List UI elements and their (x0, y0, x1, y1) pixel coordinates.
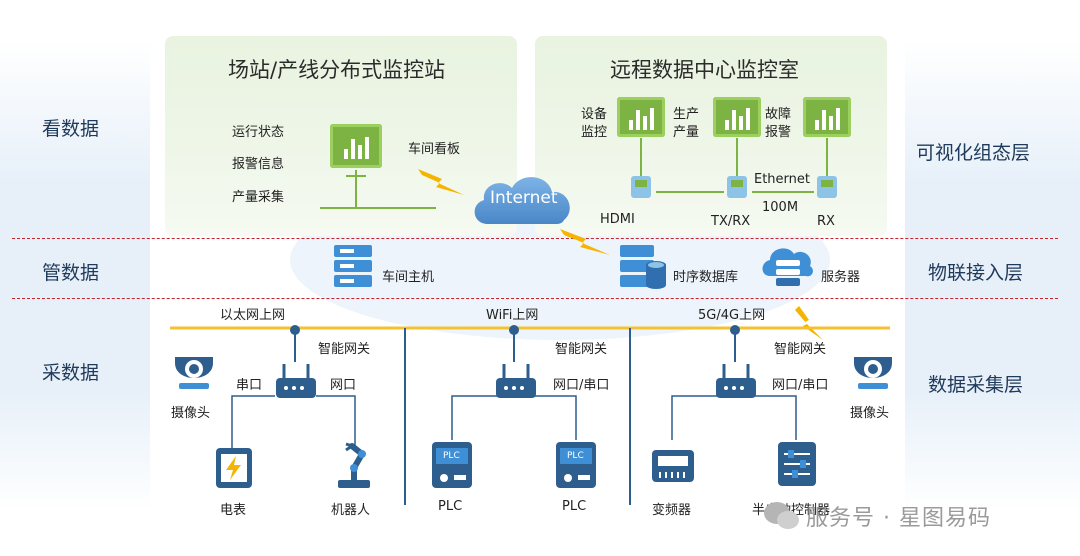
left-layer-band (0, 40, 150, 510)
lightning-icon (560, 229, 610, 255)
netserial-label-2: 网口/串口 (772, 378, 829, 393)
monitor-icon (617, 97, 665, 137)
station-item-alarm: 报警信息 (232, 157, 285, 172)
netserial-label-1: 网口/串口 (553, 378, 610, 393)
station-item-status: 运行状态 (232, 125, 285, 140)
layer-separator-top (12, 238, 1058, 239)
station-item-output: 产量采集 (232, 190, 285, 205)
plc-badge-2: PLC (567, 451, 584, 461)
database-icon (620, 245, 666, 289)
device-label-meter: 电表 (220, 503, 247, 518)
station-title: 场站/产线分布式监控站 (228, 58, 446, 82)
internet-cloud-icon (474, 177, 570, 224)
screen3-label-top: 故障 (765, 107, 792, 122)
plc-badge-1: PLC (443, 451, 460, 461)
gateway-router-icon (496, 364, 536, 398)
monitor-icon (803, 97, 851, 137)
gateway-label-1: 智能网关 (318, 342, 371, 357)
rx-label: RX (817, 214, 835, 229)
netport-label: 网口 (330, 378, 357, 393)
wechat-logo-icon (764, 502, 799, 529)
device-label-robot: 机器人 (331, 503, 371, 518)
remote-cables (631, 138, 837, 198)
right-layer-band (905, 40, 1080, 510)
camera-icon (854, 357, 892, 389)
layer-label-view: 看数据 (42, 118, 100, 140)
ethernet-label: Ethernet (754, 172, 810, 187)
device-label-plc-2: PLC (562, 499, 587, 514)
camera-icon (175, 357, 213, 389)
board-monitor-icon (330, 124, 382, 168)
lightning-icon (418, 169, 464, 195)
net-ethernet-label: 以太网上网 (220, 308, 286, 323)
gateway-router-icon (716, 364, 756, 398)
screen2-label-bottom: 产量 (673, 125, 700, 140)
robot-arm-icon (338, 442, 370, 488)
layer-separator-bottom (12, 298, 1058, 299)
screen3-label-bottom: 报警 (765, 125, 792, 140)
txrx-label: TX/RX (711, 214, 751, 229)
camera-label-right: 摄像头 (850, 406, 890, 421)
server-cloud-icon (762, 248, 813, 286)
layer-label-iot-access: 物联接入层 (928, 262, 1024, 284)
collection-network-lines (170, 325, 890, 505)
device-label-inverter: 变频器 (652, 503, 692, 518)
screen2-label-top: 生产 (673, 107, 700, 122)
gateway-label-3: 智能网关 (774, 342, 827, 357)
board-label: 车间看板 (408, 142, 461, 157)
host-server-icon (334, 245, 372, 287)
server-label: 服务器 (821, 270, 861, 285)
layer-label-manage: 管数据 (42, 262, 100, 284)
screen1-label-top: 设备 (581, 107, 608, 122)
station-lines (320, 170, 436, 209)
lightning-icon (795, 306, 823, 340)
camera-label-left: 摄像头 (171, 406, 211, 421)
inverter-icon (652, 450, 694, 482)
remote-title: 远程数据中心监控室 (610, 58, 799, 82)
monitor-icon (713, 97, 761, 137)
layer-label-data-collection: 数据采集层 (928, 374, 1024, 396)
gateway-label-2: 智能网关 (555, 342, 608, 357)
gateway-router-icon (276, 364, 316, 398)
plc-icon (556, 442, 596, 488)
net-wifi-label: WiFi上网 (486, 308, 539, 323)
internet-label: Internet (490, 188, 558, 208)
hdmi-label: HDMI (600, 212, 635, 227)
net-cellular-label: 5G/4G上网 (698, 308, 766, 323)
electric-meter-icon (216, 448, 252, 488)
tsdb-label: 时序数据库 (673, 270, 739, 285)
device-label-plc-1: PLC (438, 499, 463, 514)
controller-icon (778, 442, 816, 486)
serial-label: 串口 (236, 378, 263, 393)
host-label: 车间主机 (382, 270, 435, 285)
speed-label: 100M (762, 200, 799, 215)
layer-label-visualization: 可视化组态层 (916, 142, 1031, 164)
plc-icon (432, 442, 472, 488)
watermark-text: 服务号 · 星图易码 (806, 506, 991, 531)
layer-label-collect: 采数据 (42, 362, 100, 384)
screen1-label-bottom: 监控 (581, 125, 608, 140)
